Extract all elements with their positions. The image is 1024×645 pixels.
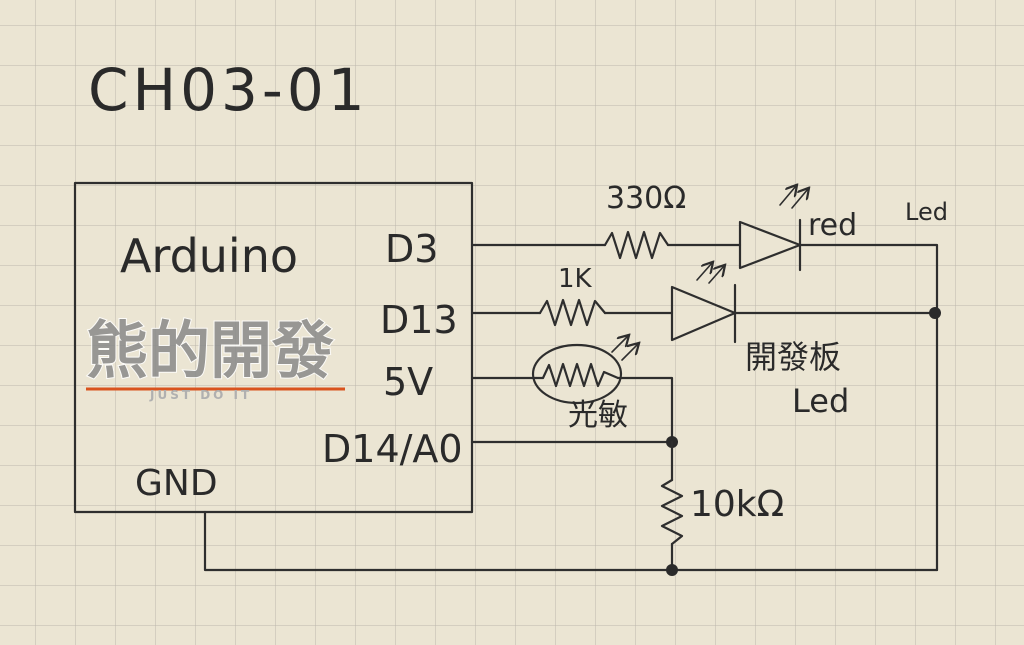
- pin-gnd-label: GND: [135, 463, 218, 504]
- led2-type-label: Led: [792, 382, 849, 420]
- resistor-10k: [660, 478, 684, 546]
- pin-a0-label: D14/A0: [322, 427, 463, 471]
- light-arrow-icon: [791, 189, 808, 209]
- watermark-logo: 熊的開發 JUST DO IT: [85, 313, 345, 402]
- wire-gnd: [203, 510, 939, 572]
- pin-d3-label: D3: [385, 227, 438, 271]
- led1-type-label: Led: [905, 198, 948, 226]
- led1-color-label: red: [808, 208, 857, 243]
- light-arrow-icon: [779, 186, 796, 206]
- pin-5v-label: 5V: [383, 360, 433, 404]
- photoresistor-label: 光敏: [568, 398, 628, 433]
- pin-d13-label: D13: [380, 298, 458, 342]
- resistor-10k-label: 10kΩ: [690, 484, 784, 525]
- light-arrow-icon: [708, 266, 724, 284]
- photoresistor: [531, 336, 638, 405]
- led-triangle: [738, 220, 802, 270]
- light-arrow-icon: [621, 344, 638, 361]
- wire-ldr-node: [616, 376, 674, 444]
- resistor-1k-label: 1K: [558, 264, 593, 294]
- resistor-330-ohm: [603, 230, 670, 260]
- board-led: [670, 263, 737, 344]
- junction-dot: [929, 307, 941, 319]
- light-arrow-icon: [611, 336, 628, 353]
- photoresistor-zigzag: [534, 362, 620, 388]
- led2-board-label: 開發板: [745, 338, 841, 376]
- junction-dot: [666, 564, 678, 576]
- board-name: Arduino: [120, 229, 298, 283]
- resistor-330-label: 330Ω: [606, 181, 686, 216]
- light-arrow-icon: [696, 263, 712, 281]
- resistor-1k: [538, 298, 607, 327]
- diagram-title: CH03-01: [88, 56, 369, 124]
- led-triangle: [670, 285, 737, 342]
- arduino-board: [73, 181, 474, 514]
- wire-led1-return: [798, 243, 939, 572]
- watermark-tagline: JUST DO IT: [149, 388, 252, 402]
- watermark-text: 熊的開發: [86, 314, 334, 387]
- photoresistor-body: [531, 343, 623, 405]
